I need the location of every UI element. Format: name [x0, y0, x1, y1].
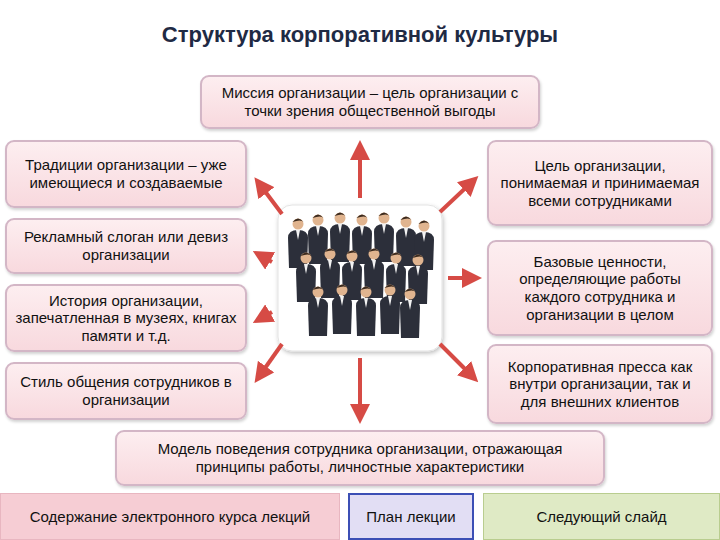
values-box: Базовые ценности, определяющие работы ка…: [487, 240, 713, 336]
box-text: Стиль общения сотрудников в организации: [15, 373, 237, 408]
box-text: Модель поведения сотрудника организации,…: [125, 440, 595, 475]
box-text: История организации, запечатленная в муз…: [15, 292, 237, 345]
nav-button: Содержание электронного курса лекций: [0, 493, 340, 540]
box-text: Традиции организации – уже имеющиеся и с…: [15, 156, 237, 191]
behavior-box: Модель поведения сотрудника организации,…: [115, 430, 605, 486]
goal-box: Цель организации, понимаемая и принимаем…: [487, 140, 713, 226]
slide-title: Структура корпоративной культуры: [0, 22, 720, 48]
slogan-box: Рекламный слоган или девиз организации: [5, 218, 247, 274]
nav-button: Следующий слайд: [483, 493, 720, 540]
people-photo: [288, 213, 434, 339]
style-box: Стиль общения сотрудников в организации: [5, 362, 247, 420]
tradition-box: Традиции организации – уже имеющиеся и с…: [5, 140, 247, 208]
box-text: Цель организации, понимаемая и принимаем…: [497, 157, 703, 210]
history-box: История организации, запечатленная в муз…: [5, 284, 247, 352]
photo-frame: [278, 205, 442, 351]
box-text: Содержание электронного курса лекций: [30, 508, 311, 526]
box-text: Корпоративная пресса как внутри организа…: [497, 358, 703, 411]
box-text: Следующий слайд: [536, 508, 666, 526]
box-text: План лекции: [366, 508, 455, 526]
press-box: Корпоративная пресса как внутри организа…: [487, 344, 713, 424]
nav-button: План лекции: [348, 493, 474, 540]
box-text: Миссия организации – цель организации с …: [210, 84, 530, 119]
mission-box: Миссия организации – цель организации с …: [200, 75, 540, 129]
box-text: Базовые ценности, определяющие работы ка…: [497, 253, 703, 323]
arrows: [258, 146, 476, 418]
box-text: Рекламный слоган или девиз организации: [15, 228, 237, 263]
